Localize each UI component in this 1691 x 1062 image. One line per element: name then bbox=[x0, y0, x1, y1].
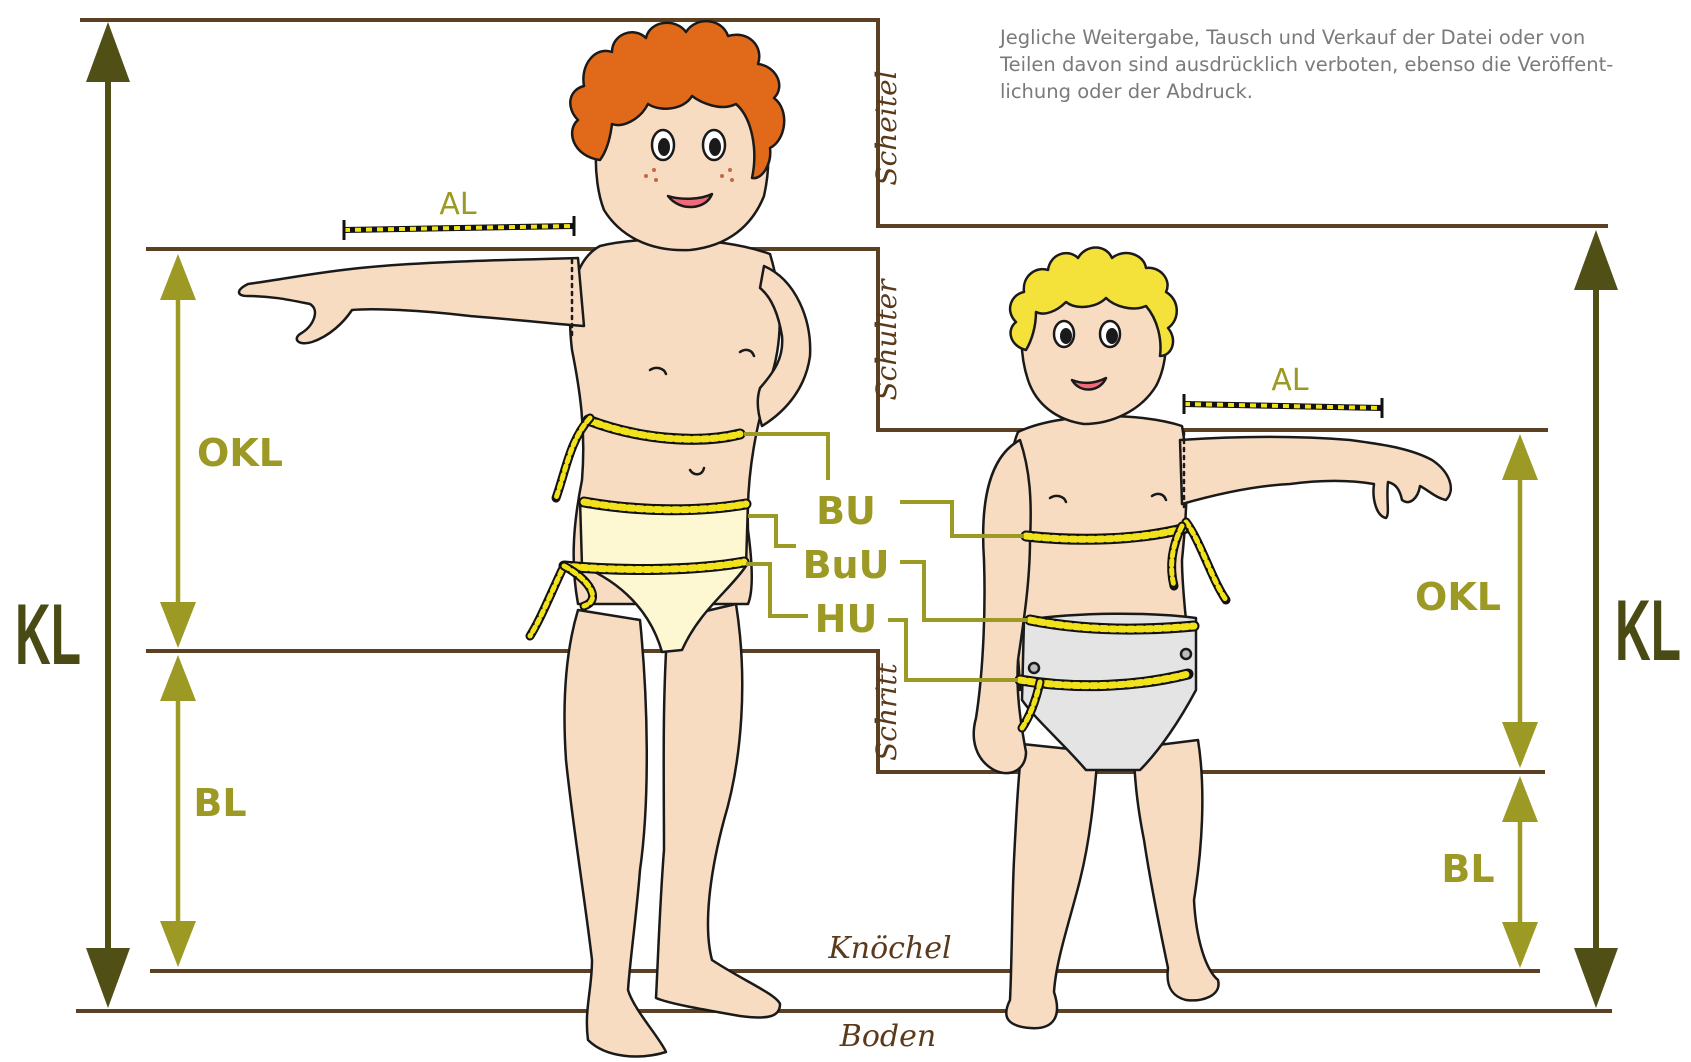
bl-label-right: BL bbox=[1441, 847, 1494, 891]
kl-label-left: KL bbox=[15, 587, 81, 683]
older-child-figure bbox=[239, 21, 810, 1056]
kl-arrow-left bbox=[86, 22, 130, 1008]
okl-label-right: OKL bbox=[1415, 575, 1501, 619]
okl-arrow-right bbox=[1502, 434, 1538, 768]
younger-child-figure bbox=[974, 248, 1451, 1029]
younger-child-right-leg bbox=[1134, 740, 1219, 1000]
buu-connector-older bbox=[748, 516, 796, 546]
notice-line: lichung oder der Abdruck. bbox=[1000, 78, 1680, 105]
schritt-label: Schritt bbox=[870, 662, 903, 760]
younger-child-outstretched-arm bbox=[1180, 437, 1451, 518]
hu-connector-older bbox=[746, 564, 808, 616]
copyright-notice: Jegliche Weitergabe, Tausch und Verkauf … bbox=[1000, 24, 1680, 105]
bu-label: BU bbox=[816, 489, 876, 533]
older-child-outstretched-arm bbox=[239, 258, 584, 343]
buu-label: BuU bbox=[803, 543, 890, 587]
boden-label: Boden bbox=[839, 1019, 936, 1054]
bl-arrow-right bbox=[1502, 776, 1538, 968]
scheitel-label: Scheitel bbox=[870, 70, 903, 185]
bl-arrow-left bbox=[160, 655, 196, 967]
okl-arrow-left bbox=[160, 254, 196, 648]
older-child-right-leg bbox=[656, 604, 780, 1018]
kl-arrow-right bbox=[1574, 230, 1618, 1008]
notice-line: Teilen davon sind ausdrücklich verboten,… bbox=[1000, 51, 1680, 78]
bl-label-left: BL bbox=[193, 781, 246, 825]
younger-child-left-leg bbox=[1006, 744, 1098, 1028]
al-label-older: AL bbox=[439, 187, 477, 222]
notice-line: Jegliche Weitergabe, Tausch und Verkauf … bbox=[1000, 24, 1680, 51]
schulter-label: Schulter bbox=[870, 278, 903, 401]
knoechel-label: Knöchel bbox=[827, 931, 951, 966]
hu-label: HU bbox=[815, 597, 878, 641]
older-child-left-leg bbox=[565, 610, 667, 1056]
kl-label-right: KL bbox=[1615, 583, 1681, 679]
al-label-younger: AL bbox=[1271, 363, 1309, 398]
okl-label-left: OKL bbox=[197, 431, 283, 475]
schritt-line bbox=[146, 651, 1545, 772]
bu-connector-older bbox=[744, 434, 828, 480]
